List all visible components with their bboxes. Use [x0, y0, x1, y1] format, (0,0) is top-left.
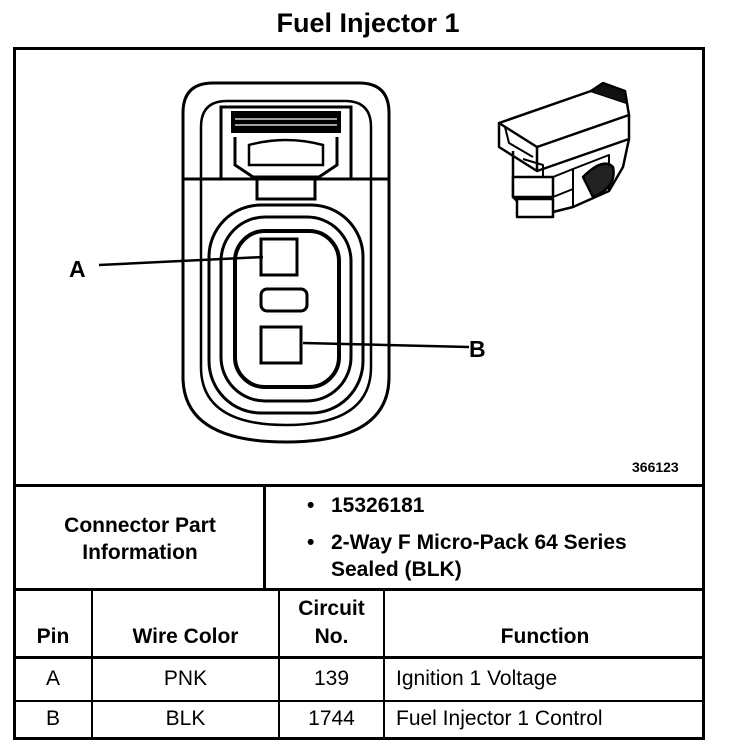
header-bottom-border: [13, 656, 705, 659]
row-a-pin: A: [45, 667, 60, 690]
connector-description-line2: Sealed (BLK): [331, 558, 462, 581]
col-divider-circuit: [383, 588, 385, 740]
connector-part-number: 15326181: [331, 494, 425, 517]
connector-info-label: Connector Part Information: [64, 514, 216, 564]
pin-b-leader-line: [302, 341, 470, 349]
info-bottom-border: [13, 588, 705, 591]
header-pin: Pin: [36, 625, 70, 648]
diagram-title: Fuel Injector 1: [276, 8, 460, 38]
bullet-description: •: [307, 531, 315, 554]
connector-drawing: A B: [69, 81, 631, 444]
row-b-wire-color: BLK: [165, 707, 206, 730]
col-divider-pin: [91, 588, 93, 740]
row-b-pin: B: [45, 707, 60, 730]
header-wire-color: Wire Color: [132, 625, 239, 648]
row-a-circuit: 139: [313, 667, 350, 690]
row-b-circuit: 1744: [308, 707, 355, 730]
connector-3d-view: [497, 81, 631, 219]
connector-face-view: [181, 81, 391, 444]
table-top-border: [13, 484, 705, 487]
row-a-wire-color: PNK: [163, 667, 208, 690]
col-divider-wire: [278, 588, 280, 740]
figure-number: 366123: [632, 459, 679, 475]
row-b-function: Fuel Injector 1 Control: [396, 707, 603, 730]
header-function: Function: [500, 625, 590, 648]
row-divider: [13, 700, 705, 702]
bullet-part-number: •: [307, 494, 315, 517]
info-divider: [263, 484, 266, 591]
header-circuit-line2: No.: [314, 625, 349, 648]
row-a-function: Ignition 1 Voltage: [396, 667, 558, 690]
pin-a-label: A: [69, 256, 86, 282]
connector-description-line1: 2-Way F Micro-Pack 64 Series: [331, 531, 627, 554]
diagram-frame: [13, 47, 705, 740]
pin-b-label: B: [469, 336, 486, 362]
pin-a-leader-line: [98, 255, 264, 267]
header-circuit-line1: Circuit: [298, 597, 365, 620]
